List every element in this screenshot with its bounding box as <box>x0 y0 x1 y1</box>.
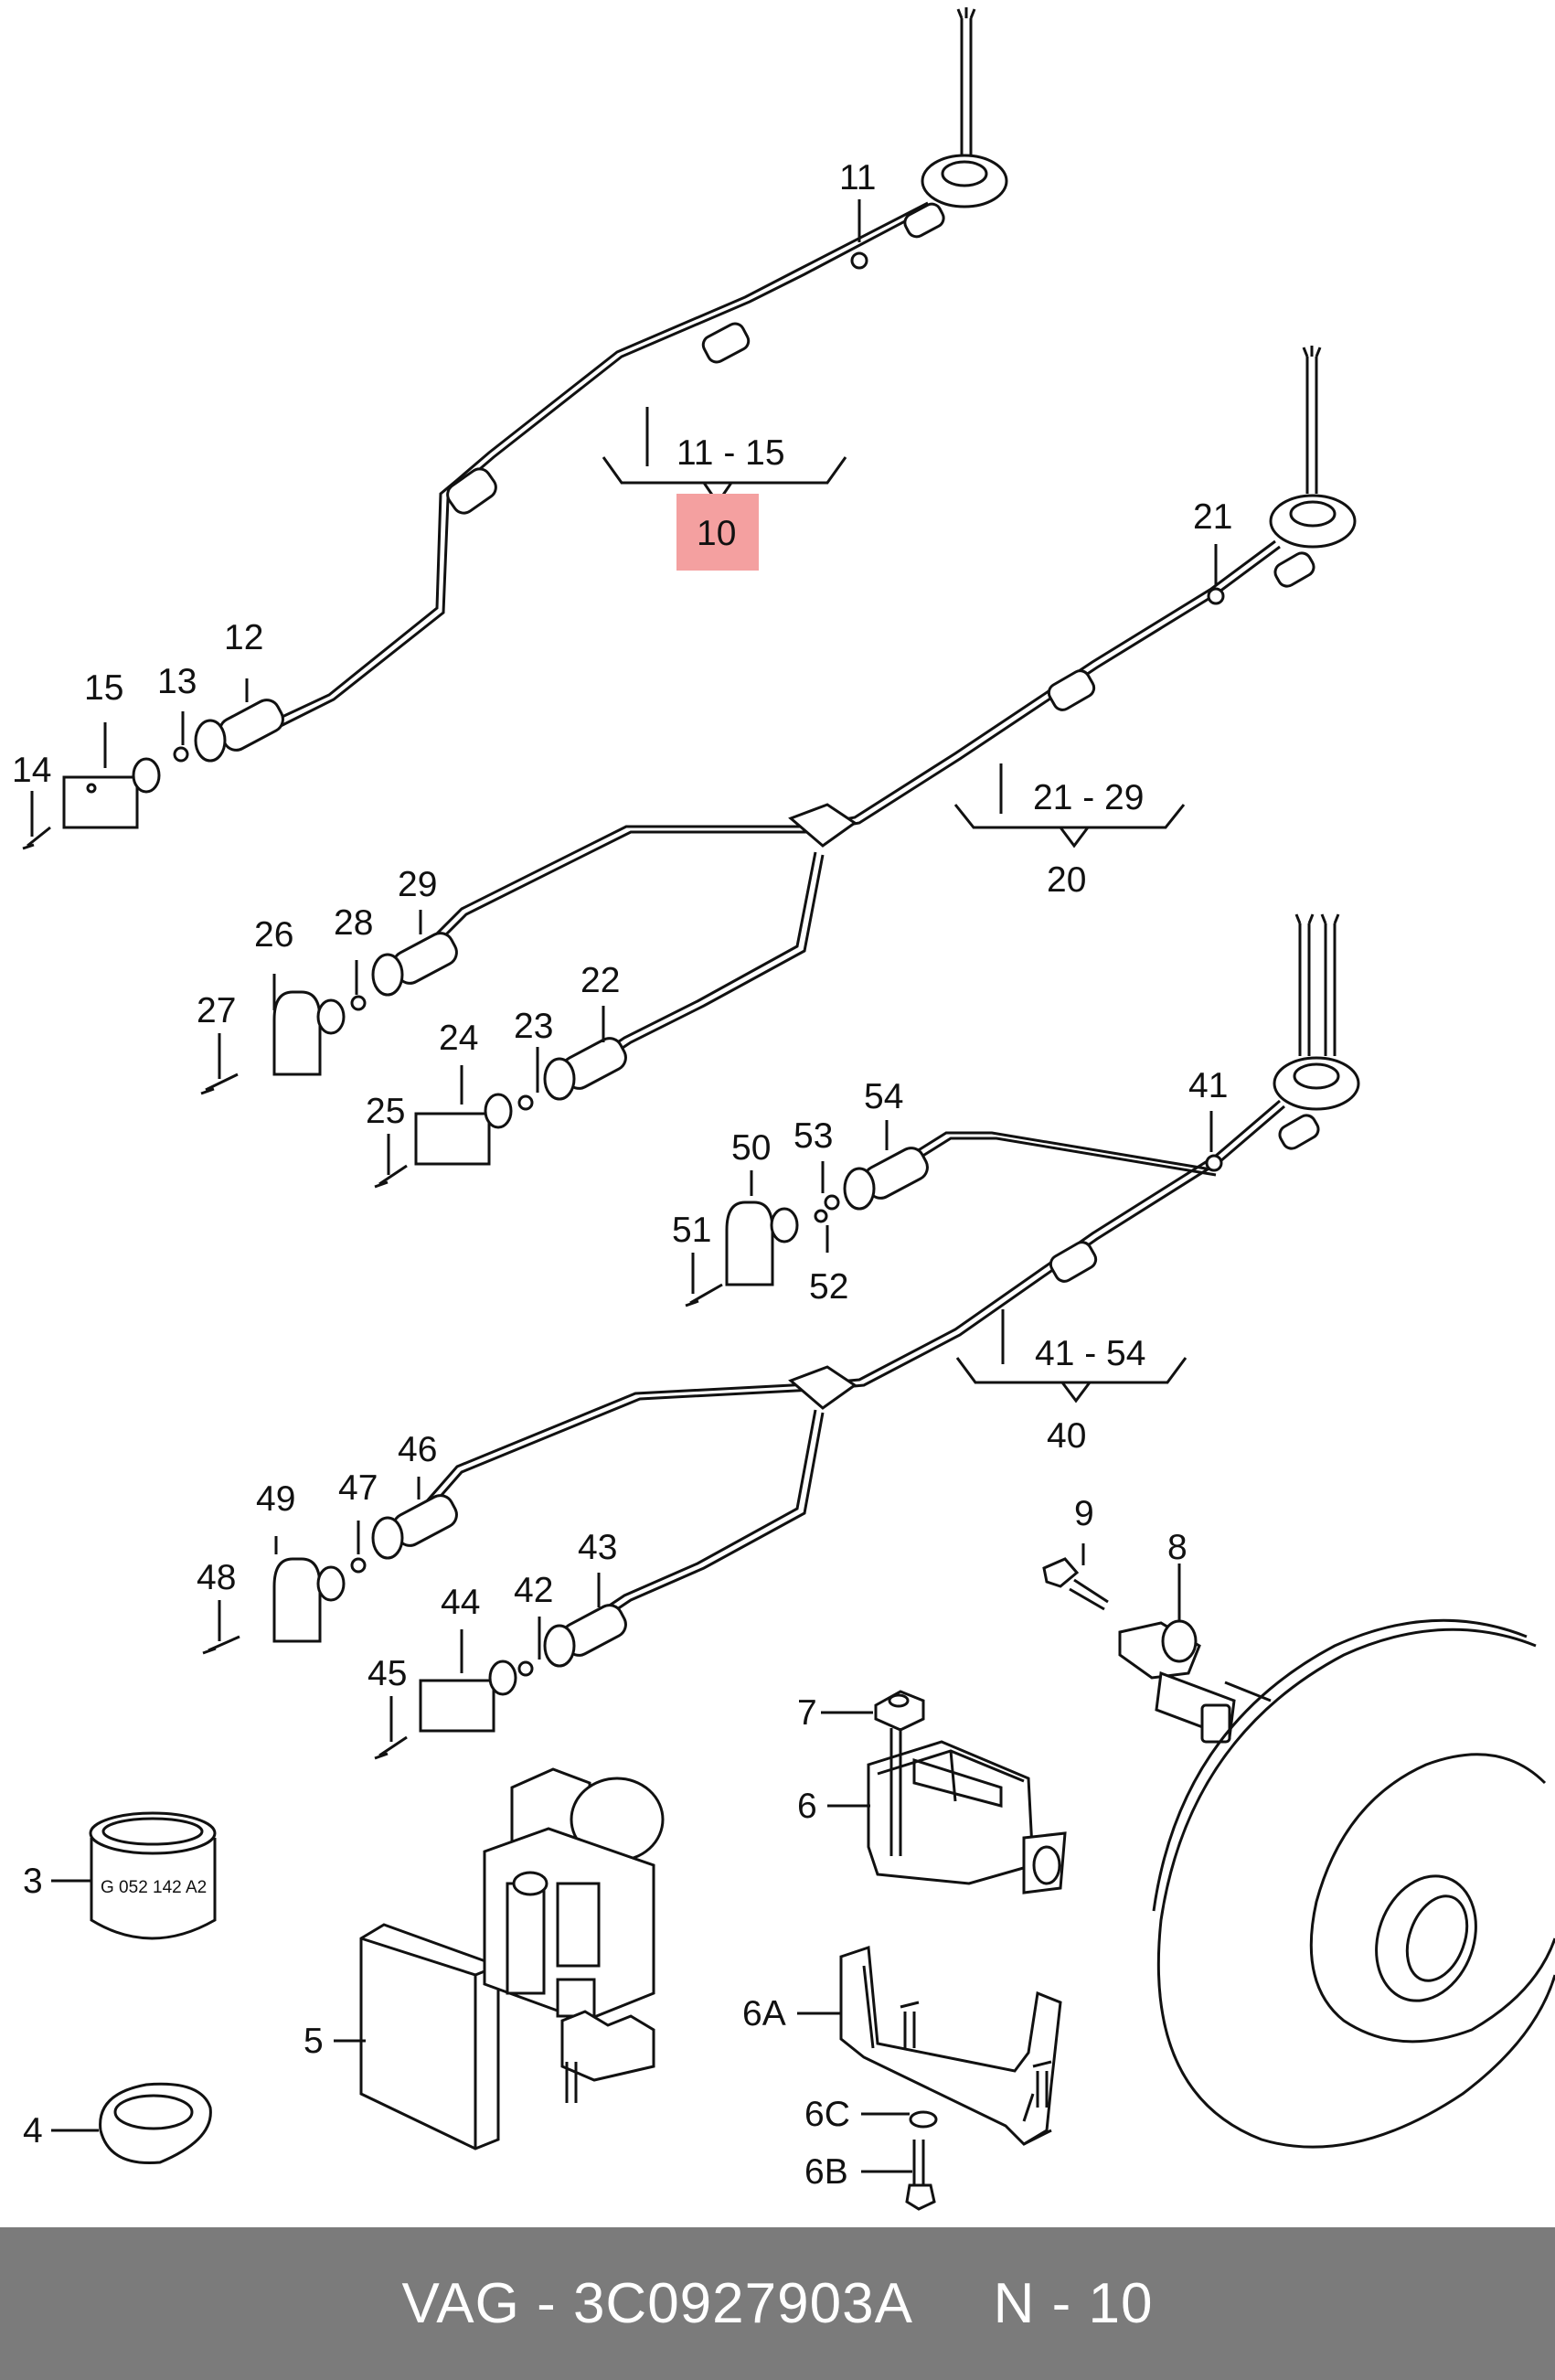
harness-40 <box>202 913 1360 1760</box>
label-6C: 6C <box>804 2095 850 2134</box>
label-24: 24 <box>439 1019 478 1058</box>
part-6-7 <box>867 1690 1067 1894</box>
footer-bar: VAG - 3C0927903A N - 10 <box>0 2227 1555 2380</box>
group-20-range: 21 - 29 <box>1033 778 1144 817</box>
label-3: 3 <box>23 1862 43 1901</box>
label-41: 41 <box>1188 1066 1228 1105</box>
group-40-range: 41 - 54 <box>1035 1334 1145 1373</box>
part-labels: 11 12 13 14 15 21 22 23 24 25 26 27 28 2… <box>12 158 1232 2192</box>
label-9: 9 <box>1074 1494 1094 1533</box>
part-4-grommet <box>99 2082 212 2165</box>
label-23: 23 <box>514 1007 553 1046</box>
label-12: 12 <box>224 618 263 657</box>
group-bracket-10 <box>602 407 847 571</box>
label-49: 49 <box>256 1479 295 1519</box>
harness-10 <box>22 7 1008 850</box>
part-6A-bracket <box>839 1945 1062 2211</box>
label-45: 45 <box>367 1654 407 1693</box>
label-27: 27 <box>197 991 236 1030</box>
group-20-number: 20 <box>1047 860 1086 900</box>
label-25: 25 <box>366 1092 405 1131</box>
label-52: 52 <box>809 1267 848 1307</box>
group-40-number: 40 <box>1047 1416 1086 1456</box>
group-labels: 11 - 15 10 21 - 29 20 41 - 54 40 <box>676 433 1145 1456</box>
label-42: 42 <box>514 1571 553 1610</box>
label-47: 47 <box>338 1468 378 1508</box>
label-6B: 6B <box>804 2152 848 2192</box>
label-53: 53 <box>793 1116 833 1156</box>
label-5: 5 <box>304 2022 324 2061</box>
stamp-text: G 052 142 A2 <box>101 1878 207 1897</box>
label-22: 22 <box>580 961 620 1000</box>
label-13: 13 <box>157 662 197 701</box>
label-11: 11 <box>839 158 877 197</box>
label-48: 48 <box>197 1558 236 1597</box>
label-29: 29 <box>398 865 437 904</box>
harness-20 <box>200 346 1357 1189</box>
label-26: 26 <box>254 915 293 955</box>
label-44: 44 <box>441 1583 480 1622</box>
part-8-9 <box>1042 1557 1236 1744</box>
group-10-range: 11 - 15 <box>676 433 785 473</box>
label-28: 28 <box>334 903 373 943</box>
highlight-box <box>676 494 759 571</box>
brake-disc <box>1152 1618 1555 2149</box>
label-54: 54 <box>864 1077 903 1116</box>
label-50: 50 <box>731 1128 771 1168</box>
label-15: 15 <box>84 668 123 708</box>
label-43: 43 <box>578 1528 617 1567</box>
label-21: 21 <box>1193 497 1232 537</box>
group-10-number: 10 <box>697 514 736 553</box>
label-7: 7 <box>797 1693 817 1733</box>
label-46: 46 <box>398 1430 437 1469</box>
parts-diagram: G 052 142 A2 <box>12 7 1555 2211</box>
group-bracket-40 <box>955 1309 1188 1403</box>
label-14: 14 <box>12 751 51 790</box>
label-6: 6 <box>797 1787 817 1826</box>
group-bracket-20 <box>953 763 1186 848</box>
part-5-unit <box>359 1767 665 2151</box>
part-3-cylinder: G 052 142 A2 <box>89 1811 217 1940</box>
label-8: 8 <box>1167 1528 1188 1567</box>
leader-lines <box>30 199 1218 2173</box>
label-6A: 6A <box>742 1994 786 2033</box>
label-51: 51 <box>672 1211 711 1250</box>
footer-part-number: VAG - 3C0927903A N - 10 <box>401 2272 1154 2335</box>
label-4: 4 <box>23 2111 43 2151</box>
